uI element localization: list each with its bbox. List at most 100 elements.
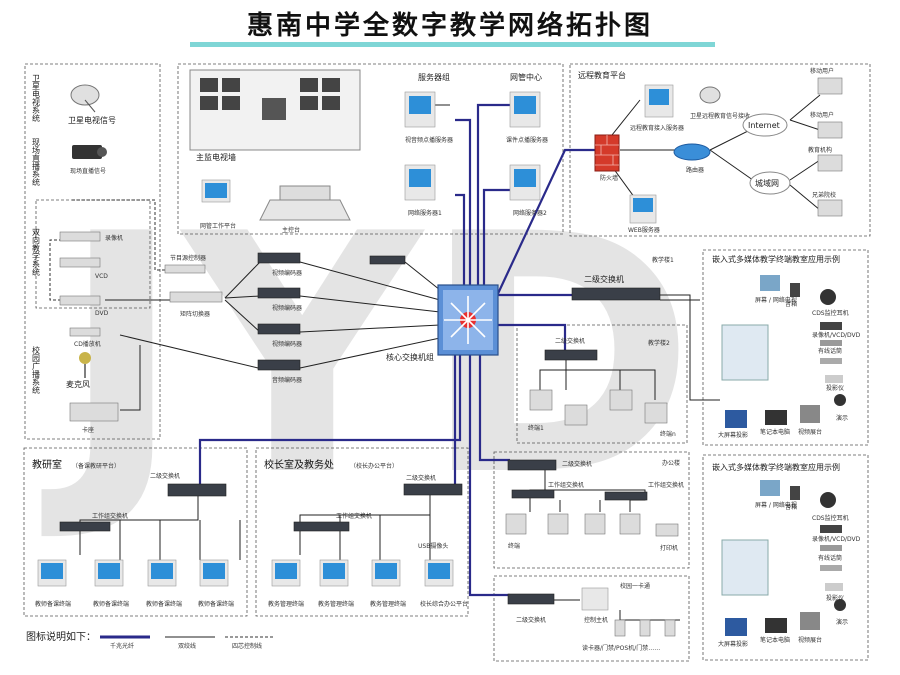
emb1-vcr-label: 录像机/VCD/DVD (812, 331, 861, 339)
teacher-terminal-label-4: 教师备课终端 (198, 600, 234, 608)
teaching-building-2-box (516, 324, 688, 444)
program-source-device (164, 264, 206, 274)
nms-switch (369, 255, 406, 265)
office-building-label: 办公楼 (662, 459, 680, 467)
principal-label: 校长室及教务处 (264, 458, 334, 471)
core-switch (437, 284, 499, 356)
deck-device (69, 402, 119, 422)
workgroup-switch-office-a (511, 489, 555, 499)
dvd-label: DVD (95, 310, 109, 317)
laptop-mobile-1 (817, 77, 843, 95)
laptop-mobile-2 (817, 121, 843, 139)
embedded-2-label: 嵌入式多媒体教学终端教室应用示例 (712, 462, 840, 472)
remote-access-server (644, 84, 674, 118)
terminal-tb2-c (609, 389, 633, 411)
edu-institution-label: 教育机构 (808, 146, 832, 154)
metro-net-label: 城域网 (755, 178, 779, 188)
video-encoder-3-label: 视频编码器 (272, 340, 302, 348)
emb1-laptop-label: 笔记本电脑 (760, 428, 790, 436)
server-group-label: 服务器组 (418, 72, 450, 82)
l2-switch-tb1 (571, 287, 661, 301)
campus-card-label: 校园一卡通 (620, 582, 650, 590)
teaching-building-2-label: 教学楼2 (648, 339, 670, 347)
l2-switch-research (167, 483, 227, 497)
video-encoder-1-label: 视频编码器 (272, 269, 302, 277)
main-console (259, 185, 351, 221)
emb1-screen-label: 屏幕 / 网络电视 (755, 296, 797, 304)
embedded-box-2 (702, 454, 869, 661)
courseware-server-label: 课件点播服务器 (506, 136, 548, 144)
research-box (23, 447, 248, 617)
principal-platform-label: 校长综合办公平台 (420, 600, 468, 608)
principal-box (255, 447, 469, 617)
emb2-booth-label: 视频展台 (798, 636, 822, 644)
research-terminals (37, 559, 229, 587)
office-terminal-b (547, 513, 569, 535)
workgroup-switch-research-label: 工作组交换机 (92, 512, 128, 520)
emb2-bigscreen-label: 大屏幕投影 (718, 640, 748, 648)
emb2-ppt-label: 演示 (836, 618, 848, 626)
title-underline (190, 42, 715, 47)
terminal-1-label: 终端1 (528, 424, 544, 432)
workgroup-switch-b-label: 工作组交换机 (648, 481, 684, 489)
workgroup-switch-principal-label: 工作组交换机 (336, 512, 372, 520)
workgroup-switch-principal (293, 521, 350, 532)
research-label: 教研室 (32, 458, 62, 471)
cd-player-label: CD播放机 (74, 340, 101, 348)
courseware-server (509, 91, 541, 128)
mgmt-workstation-label: 网管工作平台 (200, 222, 236, 230)
l2-switch-principal-label: 二级交换机 (406, 474, 436, 482)
web-server-2 (509, 164, 541, 201)
l2-switch-office (507, 459, 557, 471)
core-switch-label: 核心交换机组 (386, 352, 434, 362)
vod-server-label: 视音频点播服务器 (405, 136, 453, 144)
l2-switch-tb2 (544, 349, 598, 361)
l2-switch-tb1-label: 二级交换机 (584, 274, 624, 284)
edu-mgmt-terminal-label-3: 教务管理终端 (370, 600, 406, 608)
l2-switch-principal (403, 483, 463, 496)
audio-encoder-label: 音频编码器 (272, 376, 302, 384)
terminal-n-label: 终端n (660, 430, 676, 438)
campus-broadcast-label: 校园广播系统 (32, 345, 41, 395)
sister-school-label: 兄弟院校 (812, 191, 836, 199)
remote-access-label: 远程教育接入服务器 (630, 124, 684, 132)
terminal-tb2-d (644, 402, 668, 424)
terminal-tb2-b (564, 404, 588, 426)
emb2-headphone-label: CDS监控耳机 (812, 514, 849, 522)
teacher-terminal-label-2: 教师备课终端 (93, 600, 129, 608)
recorder-label: 录像机 (105, 234, 123, 242)
workgroup-switch-office-b (604, 491, 648, 501)
internet-label: Internet (748, 121, 780, 130)
microphone-icon (79, 352, 91, 378)
embedded-box-1 (702, 249, 869, 446)
l2-switch-research-label: 二级交换机 (150, 472, 180, 480)
page-title: 惠南中学全数字教学网络拓扑图 (247, 10, 653, 41)
monitor-wall-box (177, 63, 564, 235)
emb1-booth-label: 视频展台 (798, 428, 822, 436)
satellite-dish (70, 84, 100, 113)
legend-fiber-label: 千兆光纤 (110, 642, 134, 650)
sat-receiver-dish (699, 86, 721, 104)
research-sub-label: （备课教研平台） (72, 462, 120, 470)
router-label: 路由器 (686, 166, 704, 174)
l2-switch-card-label: 二级交换机 (516, 616, 546, 624)
remote-edu-label: 远程教育平台 (578, 70, 626, 80)
card-reader-1 (614, 619, 626, 637)
control-host (581, 587, 609, 611)
teacher-terminal-label-3: 教师备课终端 (146, 600, 182, 608)
router-icon (673, 143, 711, 161)
legend-control-label: 四芯控制线 (232, 642, 262, 650)
fiber-links (198, 103, 598, 597)
dvd-device (59, 295, 101, 306)
microphone-label: 麦克风 (66, 379, 90, 389)
satellite-tv-label: 卫星电视系统 (32, 74, 41, 123)
emb1-ppt-label: 演示 (836, 414, 848, 422)
office-terminal-d (619, 513, 641, 535)
program-source-label: 节目源控制器 (170, 254, 206, 262)
emb1-projector-label: 投影仪 (826, 384, 844, 392)
sat-receiver-label: 卫星远程教育信号接收 (690, 112, 750, 120)
video-camera (72, 145, 107, 159)
web-server-1-label: 网络服务器1 (408, 209, 442, 217)
mobile-user-2-label: 移动用户 (810, 111, 834, 119)
